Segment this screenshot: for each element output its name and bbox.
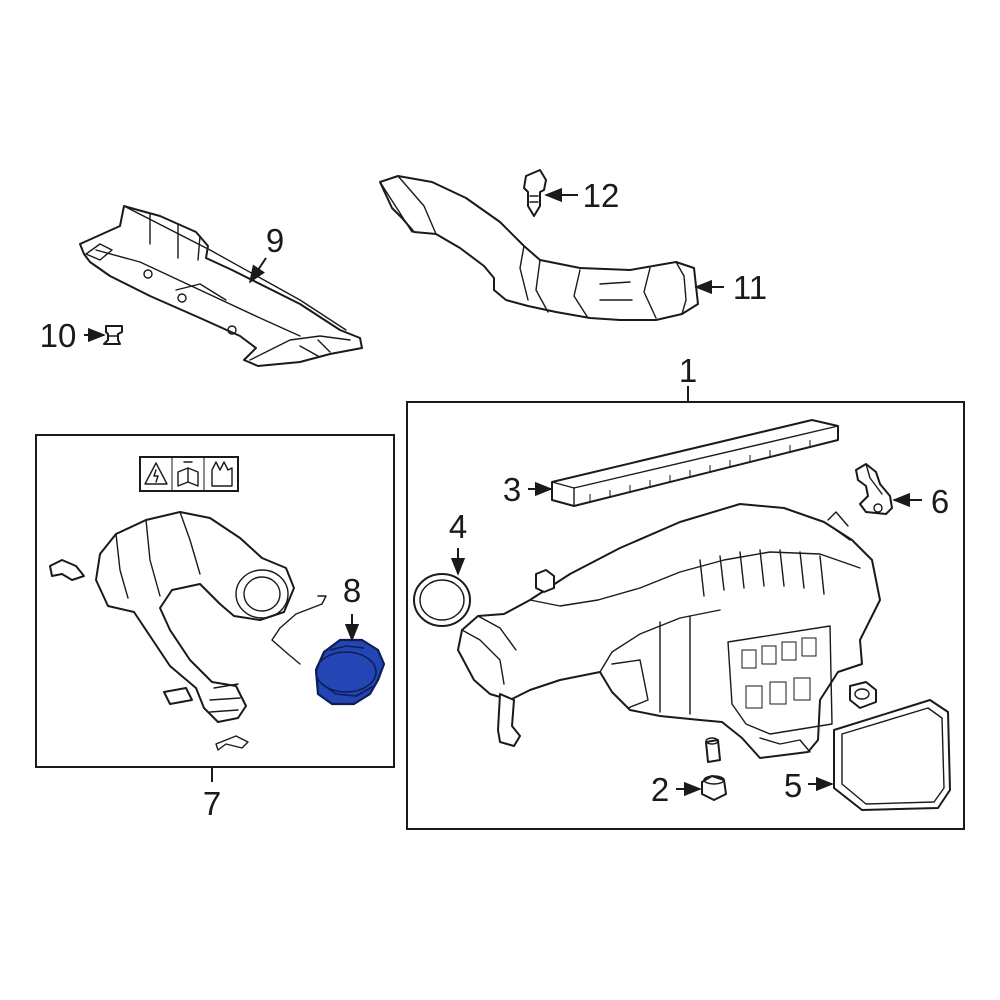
callout-3: 3 xyxy=(503,471,521,508)
callout-6: 6 xyxy=(931,483,949,520)
leader-lines xyxy=(84,187,922,797)
part-5-gasket[interactable] xyxy=(833,699,951,811)
callout-7: 7 xyxy=(203,785,221,822)
part-11-intake-duct[interactable] xyxy=(379,175,699,321)
part-2-grommet[interactable] xyxy=(701,737,727,801)
callout-2: 2 xyxy=(651,771,669,808)
manual-book-icon xyxy=(177,461,199,487)
glove-hand-icon xyxy=(211,461,233,487)
part-8-highlighted-cap[interactable] xyxy=(314,638,386,706)
callout-4: 4 xyxy=(449,508,467,545)
part-3-air-filter[interactable] xyxy=(551,419,839,507)
callout-8: 8 xyxy=(343,572,361,609)
part-6-sensor[interactable] xyxy=(855,463,893,515)
assembly-1-frame xyxy=(406,401,965,830)
part-1-air-cleaner-housing[interactable] xyxy=(457,503,881,759)
callout-5: 5 xyxy=(784,767,802,804)
part-4-seal-ring[interactable] xyxy=(413,573,471,627)
assembly-7-frame xyxy=(35,434,395,768)
callout-12: 12 xyxy=(583,177,620,214)
warning-triangle-icon xyxy=(144,462,168,485)
part-10-clip[interactable] xyxy=(103,325,123,345)
warning-label xyxy=(139,456,239,492)
part-12-push-clip[interactable] xyxy=(523,169,547,217)
callout-numbers: 1 2 3 4 5 6 7 8 9 10 11 12 xyxy=(40,177,950,822)
callout-11: 11 xyxy=(733,269,767,306)
callout-9: 9 xyxy=(266,222,284,259)
callout-1: 1 xyxy=(679,352,697,389)
part-9-air-guide[interactable] xyxy=(79,205,363,367)
callout-10: 10 xyxy=(40,317,77,354)
leader-9 xyxy=(249,257,267,284)
part-7-hose-assembly[interactable] xyxy=(49,511,327,751)
